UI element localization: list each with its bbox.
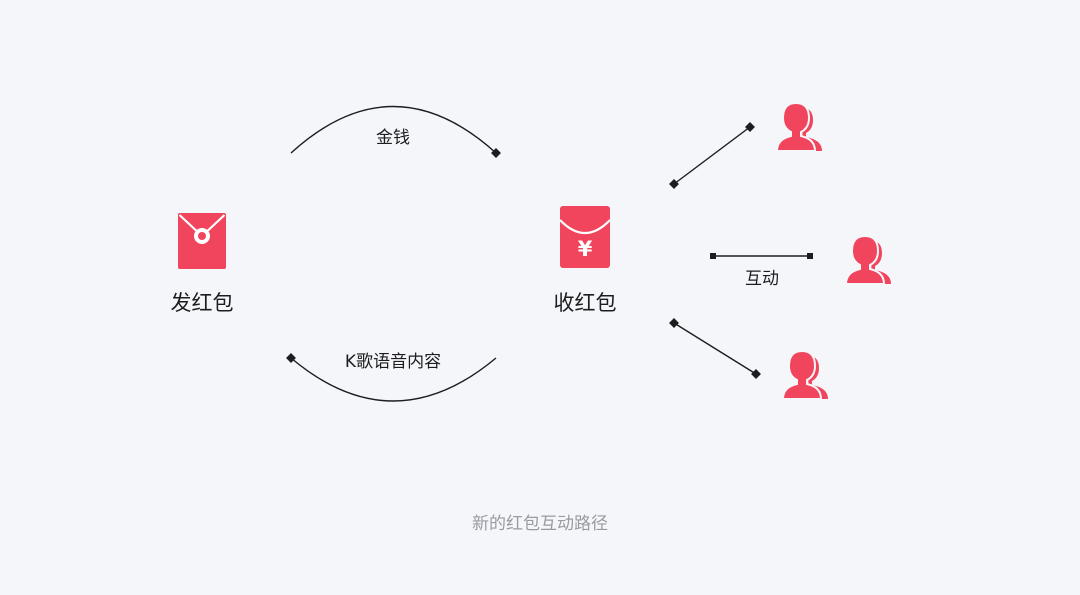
link-bottom-end-marker: [751, 369, 761, 379]
red-envelope-icon: [178, 213, 226, 269]
link-top: [673, 126, 751, 185]
user-group-icon: [783, 351, 828, 399]
interaction-label: 互动: [745, 269, 779, 289]
karaoke-arc-end-marker: [286, 353, 296, 363]
money-label: 金钱: [376, 128, 410, 148]
red-envelope-yuan-icon: ¥: [560, 206, 610, 268]
receiver-label: 收红包: [553, 291, 617, 315]
link-top-end-marker: [745, 122, 755, 132]
link-top-start-marker: [669, 179, 679, 189]
money-arc-end-marker: [491, 148, 501, 158]
karaoke-label: K歌语音内容: [344, 352, 442, 372]
sender-label: 发红包: [170, 291, 234, 315]
karaoke-arc: [290, 357, 497, 402]
link-bottom-start-marker: [669, 318, 679, 328]
yuan-symbol: ¥: [577, 237, 593, 261]
diagram-caption: 新的红包互动路径: [472, 514, 608, 534]
money-arc: [290, 105, 497, 154]
link-middle-end-marker: [807, 253, 813, 259]
link-bottom: [673, 322, 757, 375]
user-group-icon: [846, 236, 891, 284]
user-group-icon: [777, 103, 822, 151]
link-middle-start-marker: [710, 253, 716, 259]
